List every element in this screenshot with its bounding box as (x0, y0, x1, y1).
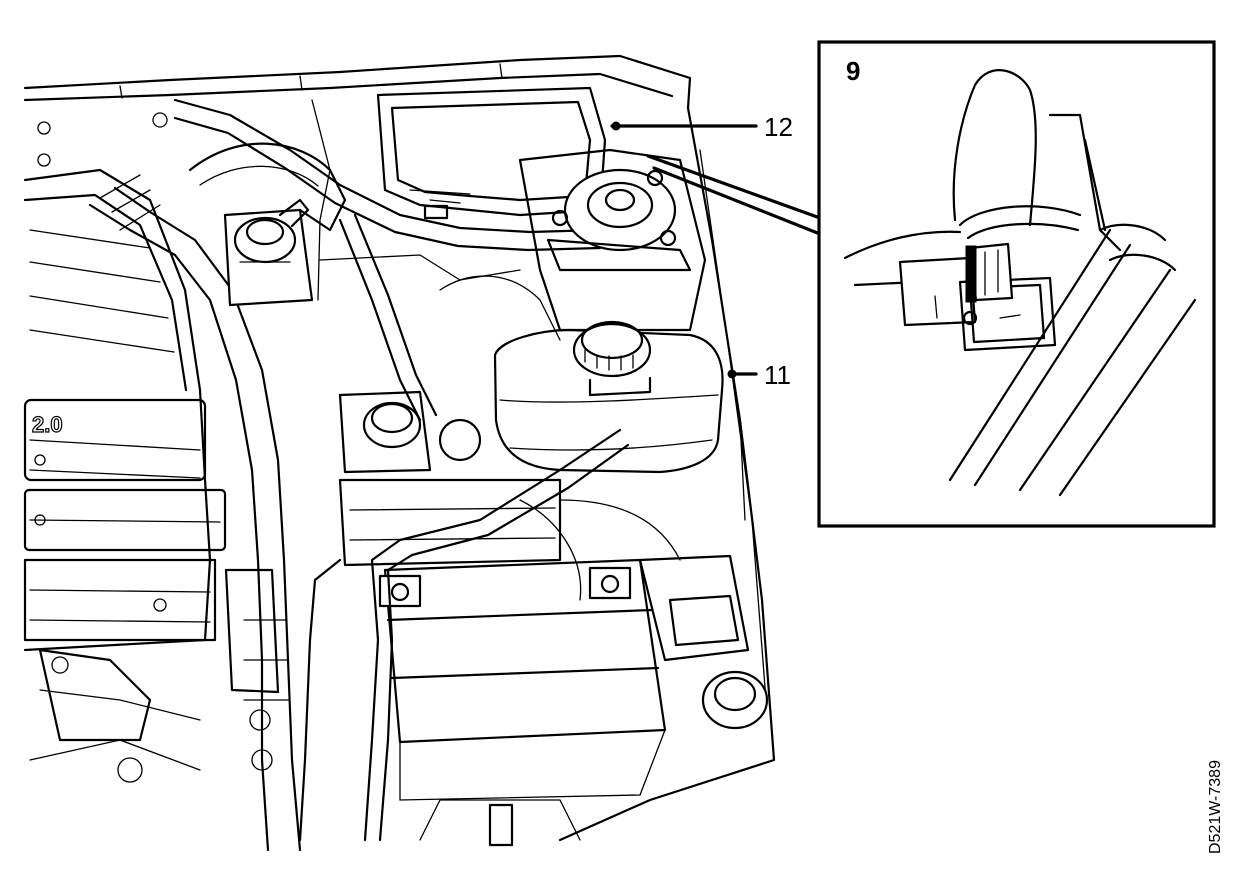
callout-label-12: 12 (764, 112, 793, 142)
brake-fluid-reservoir (223, 198, 314, 307)
callout-12-leader (610, 121, 758, 131)
intake-hose (88, 174, 302, 852)
fuse-box (376, 86, 607, 220)
callout-9-leader (646, 154, 822, 236)
engine-block: 2.0 (23, 112, 227, 652)
strut-tower (518, 148, 707, 332)
callout-11-leader (727, 369, 758, 379)
battery (338, 478, 667, 801)
hoses-and-cables (29, 99, 746, 847)
coolant-expansion-tank (493, 320, 724, 474)
hood-edge (23, 54, 692, 110)
engine-badge-text: 2.0 (32, 412, 63, 437)
right-fender (558, 106, 776, 842)
callout-label-11: 11 (764, 360, 791, 390)
lower-relay-box (638, 554, 769, 730)
upper-pipe (173, 98, 602, 252)
callout-label-9: 9 (846, 56, 861, 86)
document-reference-code: D521W-7389 (1207, 760, 1224, 854)
inset-detail-box (817, 40, 1216, 528)
washer-reservoir (338, 390, 482, 474)
